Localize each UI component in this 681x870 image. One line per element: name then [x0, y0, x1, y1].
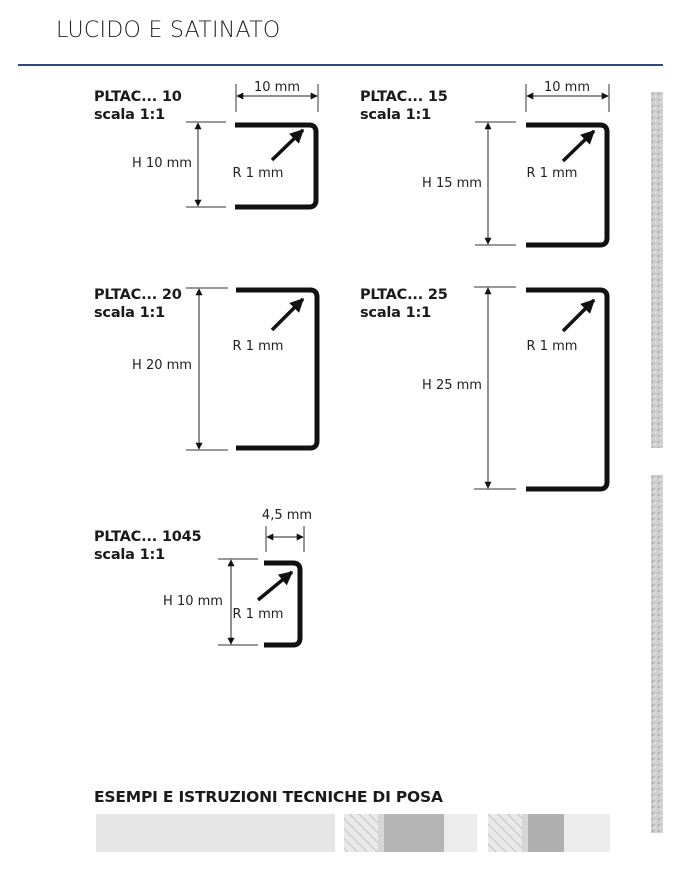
profile-20-radius-arrow	[270, 297, 305, 332]
profile-1045-shape	[264, 560, 303, 648]
profile-25-height-label: H 25 mm	[422, 378, 482, 393]
profile-20-radius-label: R 1 mm	[233, 339, 284, 354]
installation-thumb-1	[96, 814, 335, 852]
profile-20-height-label: H 20 mm	[132, 358, 192, 373]
profile-20-drawing: H 20 mm R 1 mm	[132, 287, 320, 451]
profile-15-shape	[526, 122, 610, 248]
profile-10-width-label: 10 mm	[254, 80, 300, 95]
profile-10-drawing: 10 mm H 10 mm R 1 mm	[132, 80, 319, 210]
stone-texture-strip-top	[651, 92, 663, 448]
installation-thumb-3	[488, 814, 610, 852]
stone-texture-strip-bottom	[651, 475, 663, 833]
profile-25-radius-label: R 1 mm	[527, 339, 578, 354]
profile-10-shape	[235, 122, 319, 210]
profile-15-radius-label: R 1 mm	[527, 166, 578, 181]
installation-thumb-2	[344, 814, 477, 852]
profile-1045-radius-label: R 1 mm	[233, 607, 284, 622]
profile-15-height-label: H 15 mm	[422, 176, 482, 191]
page-title: LUCIDO E SATINATO	[56, 18, 281, 43]
profile-1045-height-label: H 10 mm	[163, 594, 223, 609]
section-heading: ESEMPI E ISTRUZIONI TECNICHE DI POSA	[94, 788, 443, 806]
profile-15-drawing: 10 mm H 15 mm R 1 mm	[422, 80, 610, 248]
profile-15-width-label: 10 mm	[544, 80, 590, 95]
header-rule	[18, 64, 663, 66]
profile-1045-radius-arrow	[256, 570, 294, 602]
profile-15-radius-arrow	[561, 129, 596, 163]
profile-1045-width-label: 4,5 mm	[262, 508, 312, 523]
profile-25-radius-arrow	[561, 298, 596, 333]
profile-10-radius-arrow	[270, 128, 305, 162]
profile-10-radius-label: R 1 mm	[233, 166, 284, 181]
profile-25-shape	[526, 287, 610, 492]
profile-20-shape	[236, 287, 320, 451]
profile-10-height-label: H 10 mm	[132, 156, 192, 171]
profile-25-drawing: H 25 mm R 1 mm	[422, 286, 610, 492]
profile-1045-drawing: 4,5 mm H 10 mm R 1 mm	[163, 508, 312, 648]
